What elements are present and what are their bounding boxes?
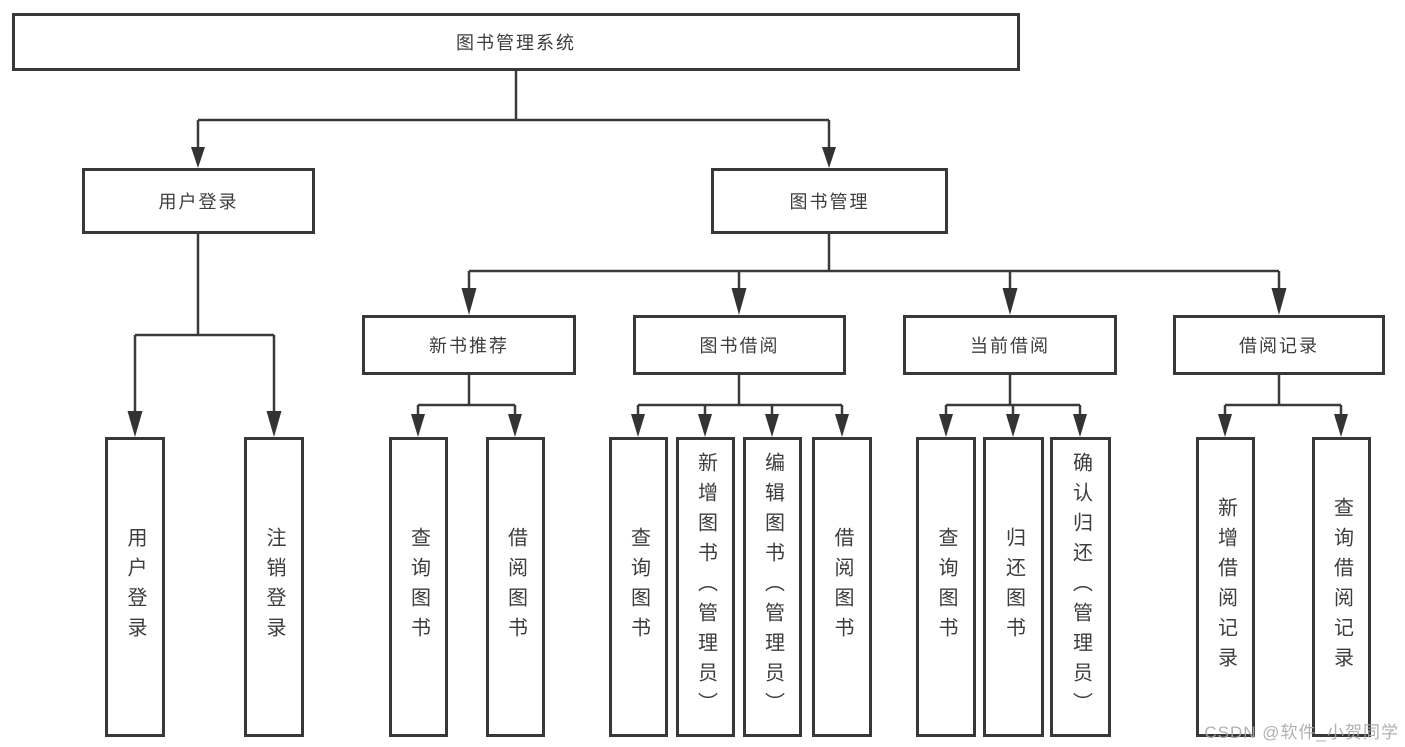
connector-book-management (461, 233, 1287, 315)
node-label: 借阅图书 (831, 527, 853, 647)
node-leaf-logout: 注销登录 (244, 437, 304, 737)
node-label: 用户登录 (124, 527, 146, 647)
connector-root (191, 71, 836, 168)
node-new-book-recommend: 新书推荐 (362, 315, 576, 375)
node-label: 编辑图书（管理员） (761, 452, 784, 722)
node-label: 图书管理 (789, 192, 870, 212)
node-label: 归还图书 (1002, 527, 1025, 647)
node-leaf-add-books-admin: 新增图书（管理员） (676, 437, 735, 737)
node-label: 注销登录 (263, 527, 285, 647)
node-leaf-borrow-books-2: 借阅图书 (812, 437, 872, 737)
node-leaf-borrow-books-1: 借阅图书 (486, 437, 545, 737)
node-current-borrow: 当前借阅 (903, 315, 1117, 375)
node-user-login: 用户登录 (82, 168, 315, 234)
node-label: 当前借阅 (970, 336, 1050, 356)
node-label: 新增借阅记录 (1214, 497, 1237, 677)
node-book-borrow: 图书借阅 (633, 315, 846, 375)
node-label: 借阅记录 (1239, 336, 1319, 356)
node-book-management: 图书管理 (711, 168, 948, 234)
connector-borrow-records (1218, 374, 1348, 437)
node-library-management-system: 图书管理系统 (12, 13, 1020, 71)
node-borrow-records: 借阅记录 (1173, 315, 1385, 375)
connector-user-login (127, 233, 282, 437)
connector-current-borrow (939, 374, 1087, 437)
node-leaf-confirm-return-admin: 确认归还（管理员） (1050, 437, 1111, 737)
node-label: 查询图书 (627, 527, 650, 647)
node-leaf-query-books-3: 查询图书 (916, 437, 976, 737)
node-leaf-query-books-2: 查询图书 (609, 437, 668, 737)
node-label: 查询借阅记录 (1330, 497, 1353, 677)
connector-new-book (411, 374, 522, 437)
node-label: 借阅图书 (504, 527, 527, 647)
node-label: 用户登录 (158, 192, 239, 212)
node-label: 查询图书 (935, 527, 957, 647)
node-label: 查询图书 (407, 527, 430, 647)
node-leaf-return-books: 归还图书 (983, 437, 1044, 737)
connector-book-borrow (631, 374, 849, 437)
node-label: 新增图书（管理员） (694, 452, 717, 722)
node-leaf-add-borrow-record: 新增借阅记录 (1196, 437, 1255, 737)
watermark: CSDN @软件_小贺同学 (1204, 723, 1399, 742)
node-leaf-edit-books-admin: 编辑图书（管理员） (743, 437, 802, 737)
node-label: 图书借阅 (699, 336, 780, 356)
node-leaf-query-borrow-record: 查询借阅记录 (1312, 437, 1371, 737)
node-label: 确认归还（管理员） (1069, 452, 1092, 722)
node-leaf-query-books-1: 查询图书 (389, 437, 448, 737)
node-label: 新书推荐 (429, 336, 509, 356)
node-label: 图书管理系统 (456, 33, 576, 53)
node-leaf-user-login: 用户登录 (105, 437, 165, 737)
